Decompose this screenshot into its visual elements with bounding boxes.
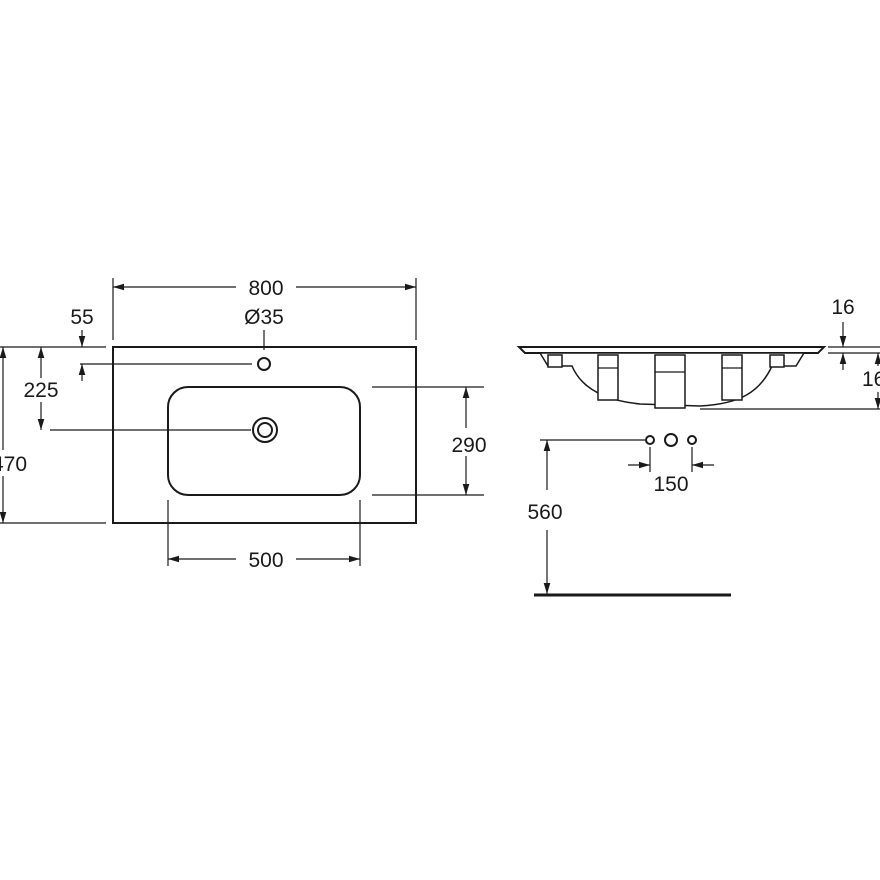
dim-mounting-height: 560 [527, 501, 562, 524]
dim-overall-depth: 470 [0, 453, 27, 476]
dim-basin-depth: 290 [451, 434, 486, 457]
basin-bowl-outline [167, 386, 361, 496]
dim-tap-hole-offset: 55 [70, 306, 93, 329]
side-bracket [769, 354, 785, 368]
side-bracket [547, 354, 563, 368]
dim-drain-offset: 225 [23, 379, 58, 402]
side-bracket [597, 354, 619, 401]
side-countertop [516, 346, 827, 354]
dim-basin-width: 500 [248, 549, 283, 572]
dim-overall-width: 800 [248, 277, 283, 300]
side-bracket [721, 354, 743, 401]
dim-basin-height: 160 [862, 368, 880, 391]
top-view: 800 Ø35 55 225 470 290 500 [0, 277, 487, 572]
countertop-outline [112, 346, 417, 524]
tap-hole-left [645, 435, 655, 445]
dim-tap-spacing: 150 [653, 473, 688, 496]
tap-hole-center [664, 433, 678, 447]
side-view: 16 160 150 560 [516, 296, 880, 597]
tap-hole-right [687, 435, 697, 445]
drain-inner [257, 422, 273, 438]
drain-outer [252, 417, 278, 443]
dim-rim-thickness: 16 [831, 296, 854, 319]
tap-hole [257, 357, 271, 371]
side-bracket [654, 354, 686, 409]
dim-tap-hole-diameter: Ø35 [244, 306, 284, 329]
